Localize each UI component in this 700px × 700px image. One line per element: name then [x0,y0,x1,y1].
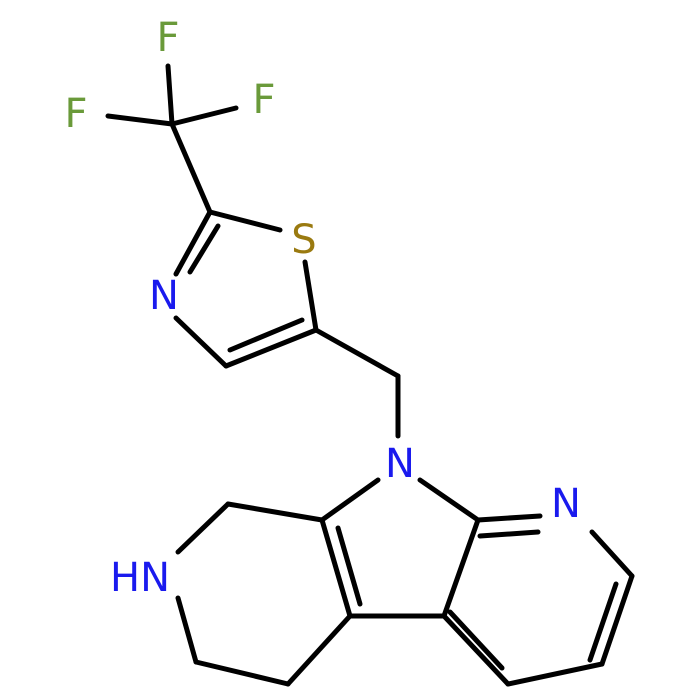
bond-c5-c4b [285,613,353,687]
atom-n-indole: N [385,441,415,487]
atom-f-top: F [156,15,179,61]
bond-c8a-c8 [225,501,325,523]
bond-cf3-f-left [105,113,175,127]
bond-c2-s [207,209,283,233]
atom-n-pyridine: N [551,481,581,527]
bond-n9-c9a [417,477,481,523]
bond-s-c5 [302,259,319,333]
bond-c8-nh [175,501,231,555]
atom-f-left: F [64,91,87,137]
atom-s-thiazole: S [291,217,316,263]
bonds [105,63,635,687]
bond-c5-c4 [223,327,319,369]
bond-c4a-c9a [441,517,481,619]
bond-c2-c3 [599,573,635,667]
bond-c4-n [173,315,229,369]
bond-nh-c6 [175,595,199,665]
atom-nh-piperidine: HN [110,555,170,601]
bond-c4-c4a-double [447,609,505,671]
bond-c8a-c4b [319,517,353,619]
bond-c9a-npy [475,513,543,523]
bond-cf3-c2 [169,121,213,215]
atom-n-thiazole: N [149,273,179,319]
bond-n-c2 [173,209,213,277]
bond-n-c2-double [187,223,221,275]
bond-c3-c4 [505,661,605,687]
bond-c2-c3-double [587,581,619,663]
bond-c5-ch2 [313,327,401,379]
bond-cf3-f-top [165,63,175,127]
atom-labels: F F F S N N N HN [64,15,580,601]
bond-c9a-npy-double [477,529,541,539]
atom-f-right: F [252,77,275,123]
bond-n9-c8a [319,477,381,523]
bond-npy-c2 [589,529,635,579]
bond-c5-c4-double [227,317,305,353]
bond-c8a-c4b-double [335,525,363,607]
bond-c6-c5 [193,659,291,687]
bond-c4-c4a [441,613,511,687]
bond-cf3-f-right [169,105,239,127]
